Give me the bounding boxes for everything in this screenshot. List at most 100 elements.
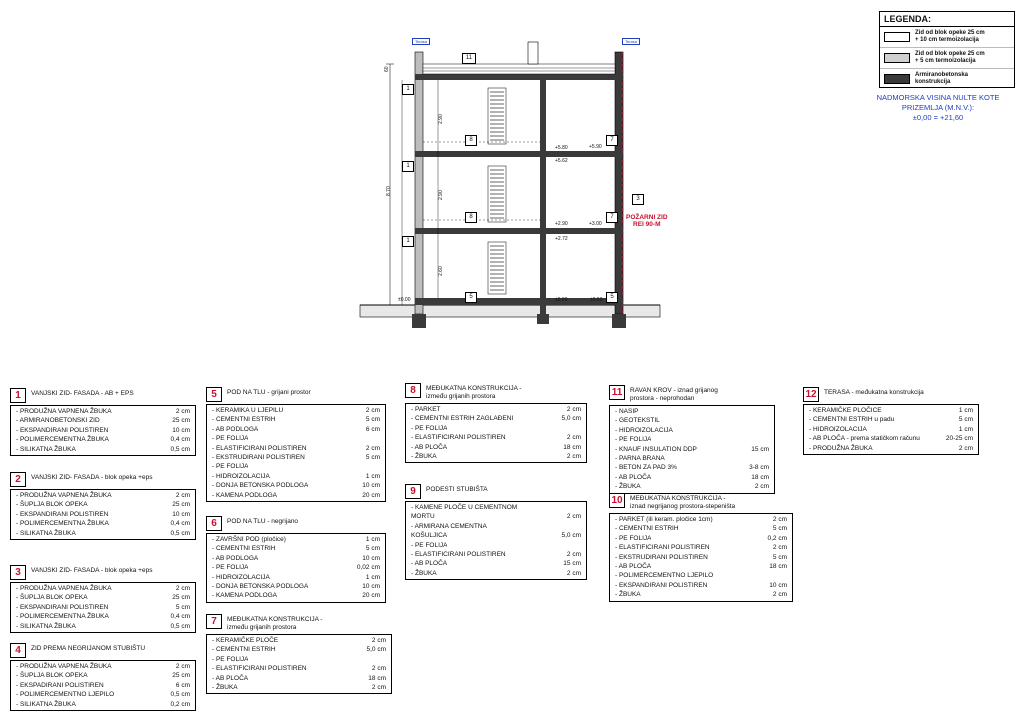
layer-name: - POLIMERCEMENTNO LJEPILO — [615, 572, 714, 580]
legend-swatch — [884, 53, 910, 63]
level-ground-mid: ±0.00 — [555, 297, 568, 303]
layer-thickness: 2 cm — [371, 637, 386, 644]
layer-thickness: 25 cm — [172, 501, 190, 509]
layer-thickness: 18 cm — [751, 473, 769, 481]
spec-layer-row: - ZAVRŠNI POD (pločice)1 cm — [207, 535, 385, 544]
layer-name: - DONJA BETONSKA PODLOGA — [212, 583, 309, 591]
layer-name: - KAMENA PODLOGA — [212, 592, 278, 600]
inner-foundation — [537, 314, 549, 324]
layer-name: - POLIMERCEMENTNA ŽBUKA — [16, 520, 109, 528]
layer-thickness: 2 cm — [175, 492, 190, 499]
spec-title: VANJSKI ZID- FASADA - AB + EPS — [31, 390, 134, 397]
section-svg — [359, 41, 661, 328]
layer-name: - ŠUPLJA BLOK OPEKA — [16, 594, 88, 602]
layer-name: - PARKET (ili keram. pločice 1cm) — [615, 516, 713, 523]
section-tag-7a: 7 — [606, 135, 618, 146]
layer-name: - ŽBUKA — [411, 569, 437, 577]
layer-thickness: 0,02 cm — [356, 564, 380, 572]
level-ground-left: ±0.00 — [398, 297, 411, 303]
layer-name: - BETON ZA PAD 3% — [615, 464, 677, 472]
layer-thickness: 6 cm — [175, 681, 190, 689]
layer-name: - HIDROIZOLACIJA — [212, 472, 270, 480]
spec-title-group: VANJSKI ZID- FASADA - blok opeka +eps — [31, 565, 152, 575]
layer-thickness — [763, 435, 769, 444]
section-tag-11: 11 — [462, 53, 476, 64]
layer-thickness: 2 cm — [566, 551, 581, 559]
layer-thickness: 18 cm — [769, 563, 787, 571]
spec-layer-row: - KAMENE PLOČE U CEMENTNOM — [406, 503, 586, 512]
section-tag-8b: 8 — [465, 212, 477, 223]
layer-thickness: 5,0 cm — [561, 532, 581, 540]
layer-thickness: 0,2 cm — [767, 534, 787, 542]
layer-thickness: 0,2 cm — [170, 700, 190, 708]
layer-thickness — [380, 655, 386, 664]
section-tag-1b: 1 — [402, 161, 414, 172]
section-tag-8a: 8 — [465, 135, 477, 146]
layer-name: - AB PLOČA — [411, 443, 448, 451]
layer-thickness: 5 cm — [365, 454, 380, 462]
legend-swatch — [884, 74, 910, 84]
layer-thickness: 2 cm — [772, 516, 787, 523]
layer-name: - PE FOLIJA — [411, 541, 448, 549]
layer-thickness: 2 cm — [175, 663, 190, 670]
layer-thickness — [763, 416, 769, 425]
spec-title-group: MEĐUKATNA KONSTRUKCIJA -između grijanih … — [227, 614, 323, 632]
spec-layer-row: - PE FOLIJA — [406, 541, 586, 550]
layer-thickness: 15 cm — [751, 445, 769, 453]
layer-thickness: 2 cm — [754, 483, 769, 491]
level-second-right: +5.90 — [589, 144, 602, 150]
layer-name: - ŽBUKA — [615, 591, 641, 599]
spec-title: VANJSKI ZID- FASADA - blok opeka +eps — [31, 474, 153, 481]
layer-thickness: 0,5 cm — [170, 622, 190, 630]
spec-title-group: VANJSKI ZID- FASADA - AB + EPS — [31, 388, 134, 398]
fire-wall-line2: REI 90-M — [633, 221, 661, 228]
layer-name: MORTU — [411, 513, 435, 521]
level-first-right: +3.00 — [589, 221, 602, 227]
layer-name: - CEMENTNI ESTRIH — [212, 545, 276, 553]
layer-name: - ZAVRŠNI POD (pločice) — [212, 536, 286, 543]
layer-name: - KERAMIČKE PLOČICE — [809, 407, 882, 414]
spec-title: MEĐUKATNA KONSTRUKCIJA - — [630, 495, 726, 502]
legend-item-text: Zid od blok opeke 25 cm+ 5 cm termoizola… — [915, 51, 985, 64]
level-ground-right: ±0.50 — [590, 297, 603, 303]
spec-layer-row: - PRODUŽNA VAPNENA ŽBUKA 2 cm — [11, 491, 195, 500]
spec-subtitle: između grijanih prostora — [227, 624, 297, 631]
layer-thickness: 10 cm — [172, 510, 190, 518]
spec-title-group: POD NA TLU - negrijano — [227, 516, 298, 526]
layer-name: - ELASTIFICIRANI POLISTIREN — [615, 544, 710, 552]
layer-thickness: 10 cm — [362, 482, 380, 490]
spec-title: POD NA TLU - grijani prostor — [227, 389, 311, 396]
layer-name: - PRODUŽNA VAPNENA ŽBUKA — [16, 492, 112, 499]
layer-thickness: 0,5 cm — [170, 445, 190, 453]
